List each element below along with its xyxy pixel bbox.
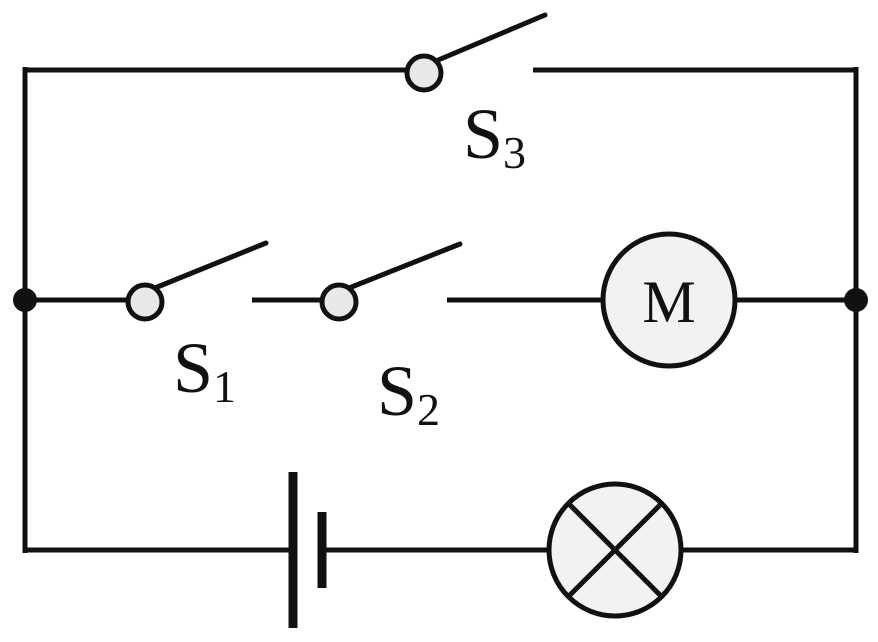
switch-s1-label: S1 [173,328,236,412]
motor: M [600,231,738,369]
lamp-cross-2 [566,501,664,599]
switch-s1-letter: S [173,328,213,408]
switch-s2-lever [336,241,463,295]
switch-s2-label: S2 [377,351,440,435]
switch-s2-subscript: 2 [417,384,440,435]
switch-s2-letter: S [377,351,417,431]
switch-s3-subscript: 3 [503,127,526,178]
switch-s3-lever [421,12,548,69]
battery [288,472,327,628]
switch-s3-label: S3 [463,94,526,178]
switch-s1-contact [125,282,165,322]
switch-s1-lever [142,240,269,295]
switch-s2: S2 [319,241,463,435]
junction-right [844,288,868,312]
motor-icon [600,231,738,369]
switch-s3-contact [404,53,444,93]
switch-s1: S1 [125,240,269,412]
junction-left [13,288,37,312]
lamp [546,481,684,619]
switch-s3: S3 [404,12,548,178]
motor-label: M [642,269,695,335]
switch-s1-subscript: 1 [213,361,236,412]
switch-s2-contact [319,282,359,322]
switch-s3-letter: S [463,94,503,174]
